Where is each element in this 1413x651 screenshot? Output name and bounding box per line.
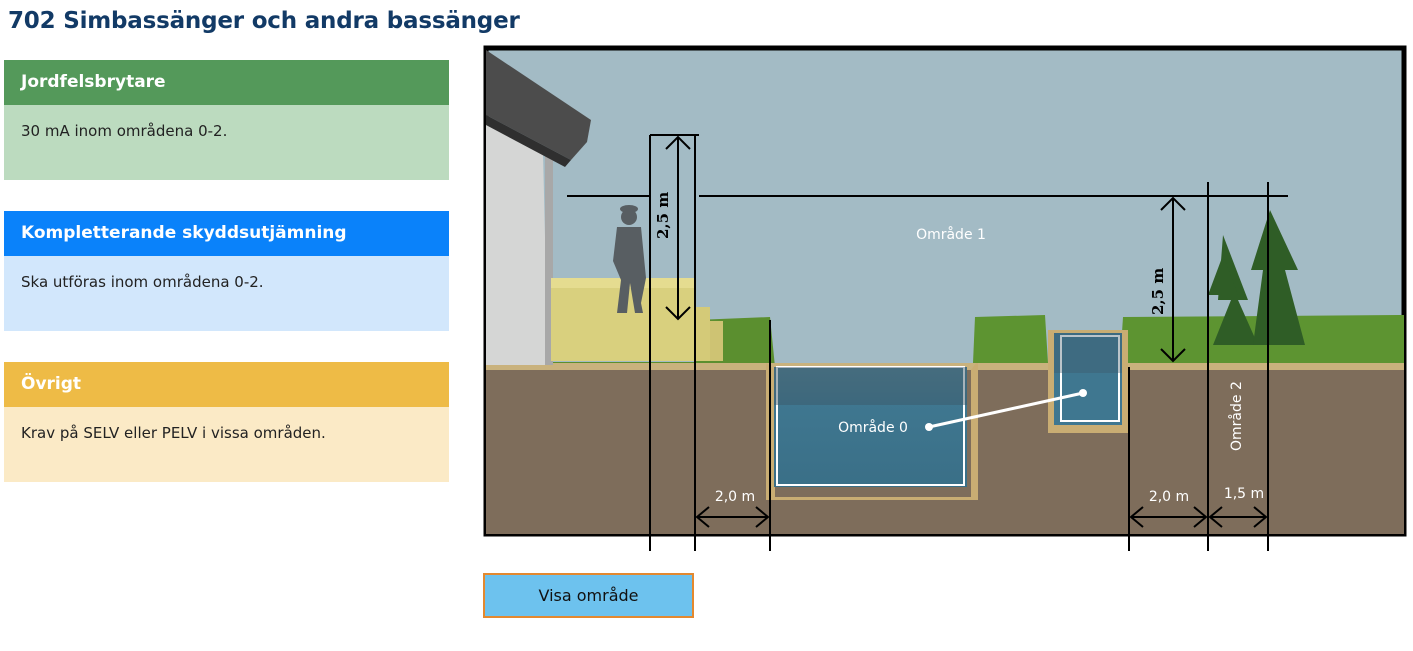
card-skyddsutjamning: Kompletterande skyddsutjämning Ska utför…: [4, 211, 449, 331]
card-heading: Övrigt: [4, 362, 449, 407]
card-body: 30 mA inom områdena 0-2.: [4, 105, 449, 180]
trees: [1208, 210, 1305, 345]
zone0-connector: [925, 389, 1087, 431]
distance-left-label: 2,0 m: [715, 489, 755, 505]
distance-right-label: 2,0 m: [1149, 489, 1189, 505]
pool-zone-illustration: Område 1 Område 0 Område 2 2,5 m 2,5 m 2…: [483, 45, 1407, 551]
show-zone-button[interactable]: Visa område: [483, 573, 694, 618]
zone1-label: Område 1: [916, 226, 986, 243]
height-right-label: 2,5 m: [1149, 268, 1167, 315]
card-heading: Kompletterande skyddsutjämning: [4, 211, 449, 256]
zone2-label: Område 2: [1228, 381, 1245, 451]
height-left-label: 2,5 m: [654, 192, 672, 239]
card-ovrigt: Övrigt Krav på SELV eller PELV i vissa o…: [4, 362, 449, 482]
distance-far-right-label: 1,5 m: [1224, 486, 1264, 502]
house: [486, 50, 591, 365]
card-body: Ska utföras inom områdena 0-2.: [4, 256, 449, 331]
card-jordfelsbrytare: Jordfelsbrytare 30 mA inom områdena 0-2.: [4, 60, 449, 180]
main-pool: [766, 363, 978, 500]
small-pool: [1048, 330, 1128, 433]
card-body: Krav på SELV eller PELV i vissa områden.: [4, 407, 449, 482]
card-heading: Jordfelsbrytare: [4, 60, 449, 105]
page-title: 702 Simbassänger och andra bassänger: [8, 8, 520, 34]
person-silhouette: [613, 205, 646, 313]
zone0-label: Område 0: [838, 419, 908, 436]
measurement-lines: [567, 134, 1288, 551]
pool-zone-diagram: Område 1 Område 0 Område 2 2,5 m 2,5 m 2…: [483, 45, 1407, 551]
